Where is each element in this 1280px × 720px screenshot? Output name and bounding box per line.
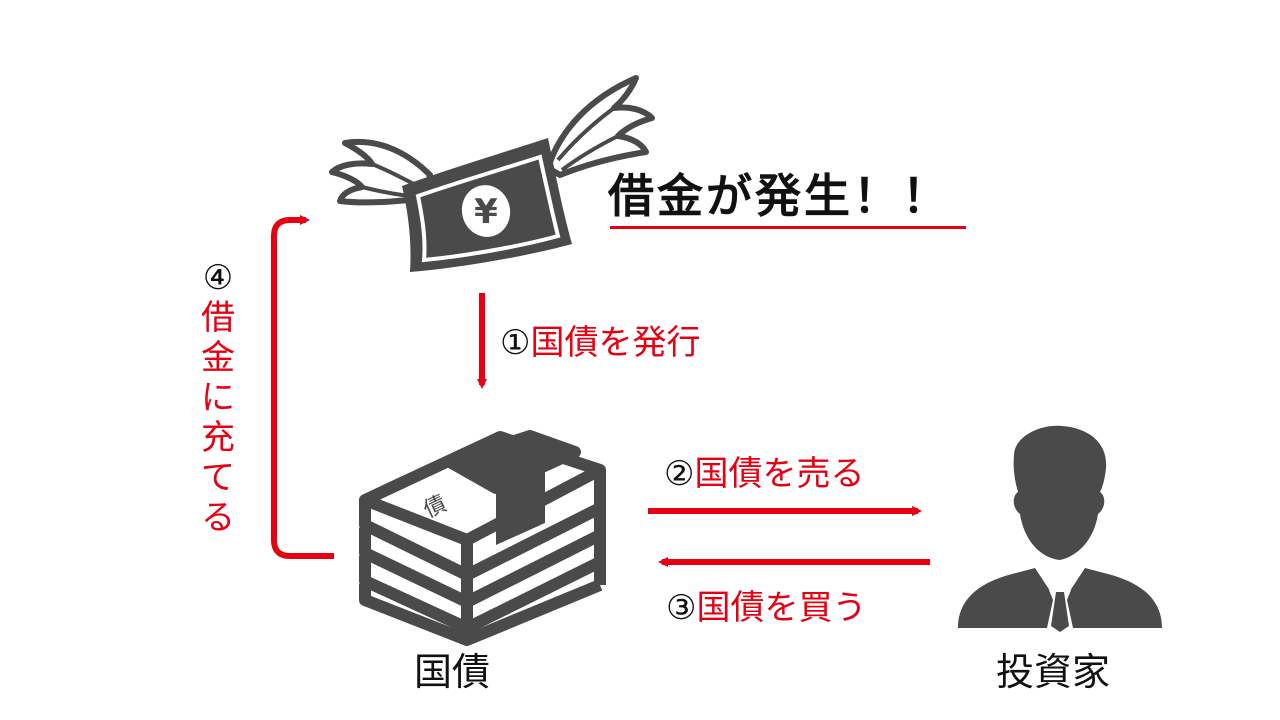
step-sell-number: ② [664,454,695,494]
investor-caption: 投資家 [996,650,1111,694]
bond-caption: 国債 [414,650,491,694]
step-repay-number: ④ [202,258,234,298]
arrow-repay [271,215,334,559]
step-repay-char: て [201,458,235,498]
step-repay-char: 金 [201,338,235,378]
headline: 借金が発生！！ [608,169,951,223]
step-repay-char: 充 [201,418,235,458]
bond-stack-icon: 債 [359,430,606,646]
businessman-icon [958,425,1162,632]
step-issue-label: ①国債を発行 [500,321,700,365]
flying-money-icon: ¥ [329,75,655,272]
step-buy-label: ③国債を買う [666,586,866,630]
step-repay-char: 借 [201,298,235,338]
step-repay-label: ④ 借 金 に 充 て る [196,258,240,538]
step-repay-char: る [201,498,235,538]
step-sell-text: 国債を売る [694,454,865,494]
yen-symbol: ¥ [474,192,498,232]
step-buy-number: ③ [666,588,697,628]
step-issue-number: ① [500,323,531,363]
headline-underline [610,226,966,229]
step-buy-text: 国債を買う [696,588,867,628]
step-repay-char: に [201,378,235,418]
step-issue-text: 国債を発行 [530,323,701,363]
step-sell-label: ②国債を売る [664,452,864,496]
